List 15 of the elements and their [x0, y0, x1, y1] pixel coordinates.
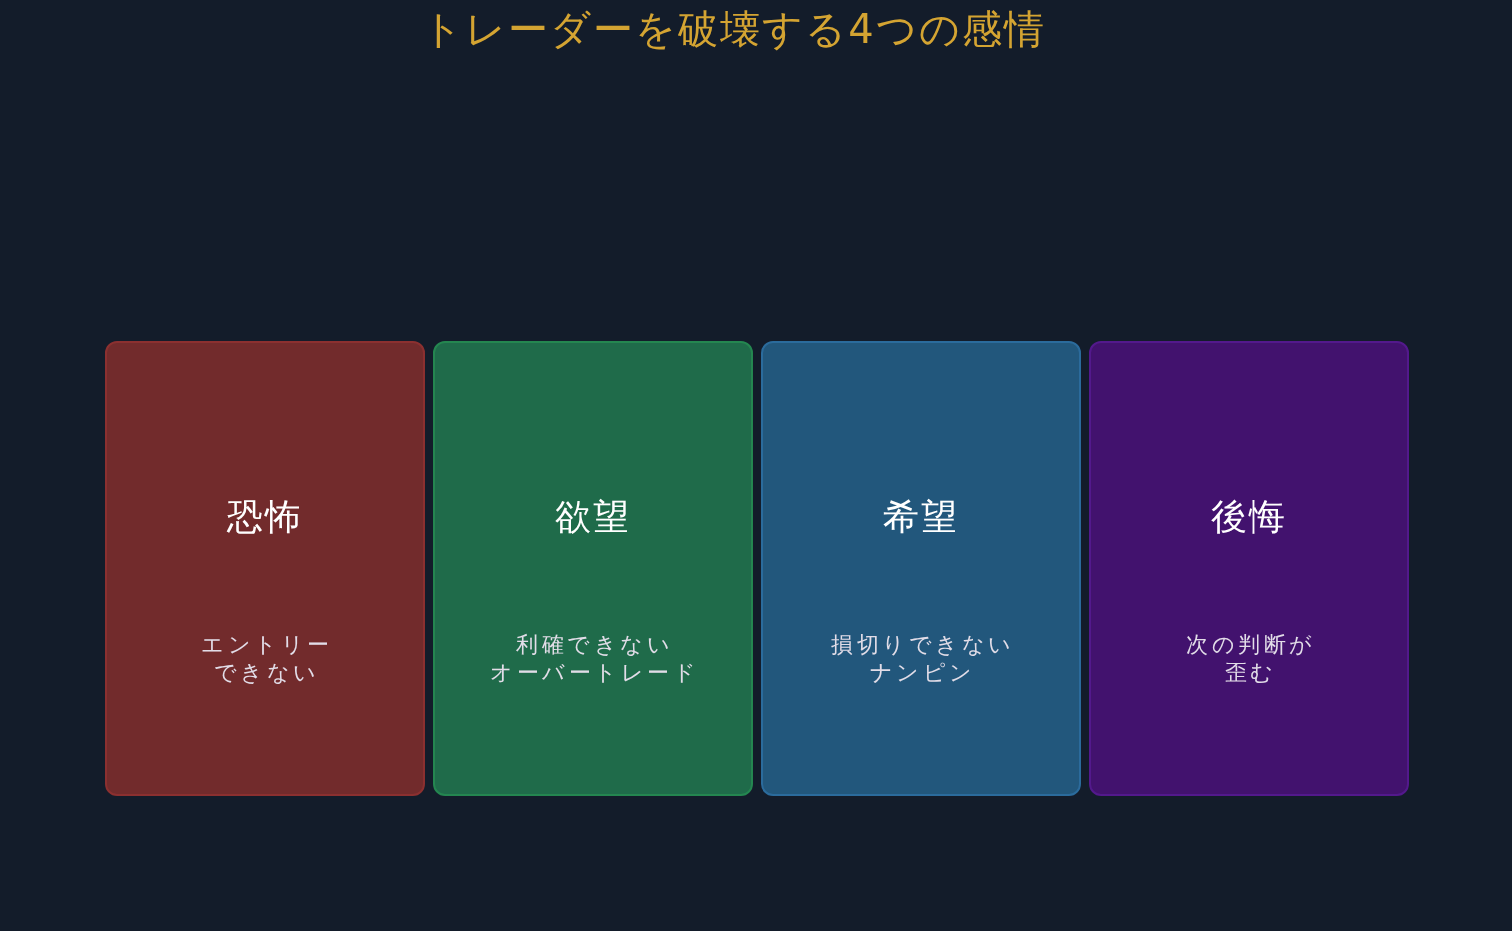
emotion-card: [1089, 341, 1409, 796]
emotion-heading: 恐怖: [227, 495, 303, 539]
effect-text: 利確できない: [515, 631, 674, 659]
emotion-heading: 欲望: [555, 495, 631, 539]
emotion-heading: 希望: [883, 495, 959, 539]
emotion-card: [761, 341, 1081, 796]
effect-text: オーバートレード: [489, 659, 700, 687]
emotion-card: [433, 341, 753, 796]
effect-text: 損切りできない: [830, 631, 1015, 659]
effect-text: エントリーできない: [200, 631, 334, 687]
effect-text: 次の判断が歪む: [1185, 631, 1317, 687]
emotion-heading: 後悔: [1211, 495, 1287, 539]
emotion-card: [105, 341, 425, 796]
diagram-title: トレーダーを破壊する4つの感情: [422, 5, 1046, 54]
effect-text: ナンピン: [868, 659, 976, 687]
